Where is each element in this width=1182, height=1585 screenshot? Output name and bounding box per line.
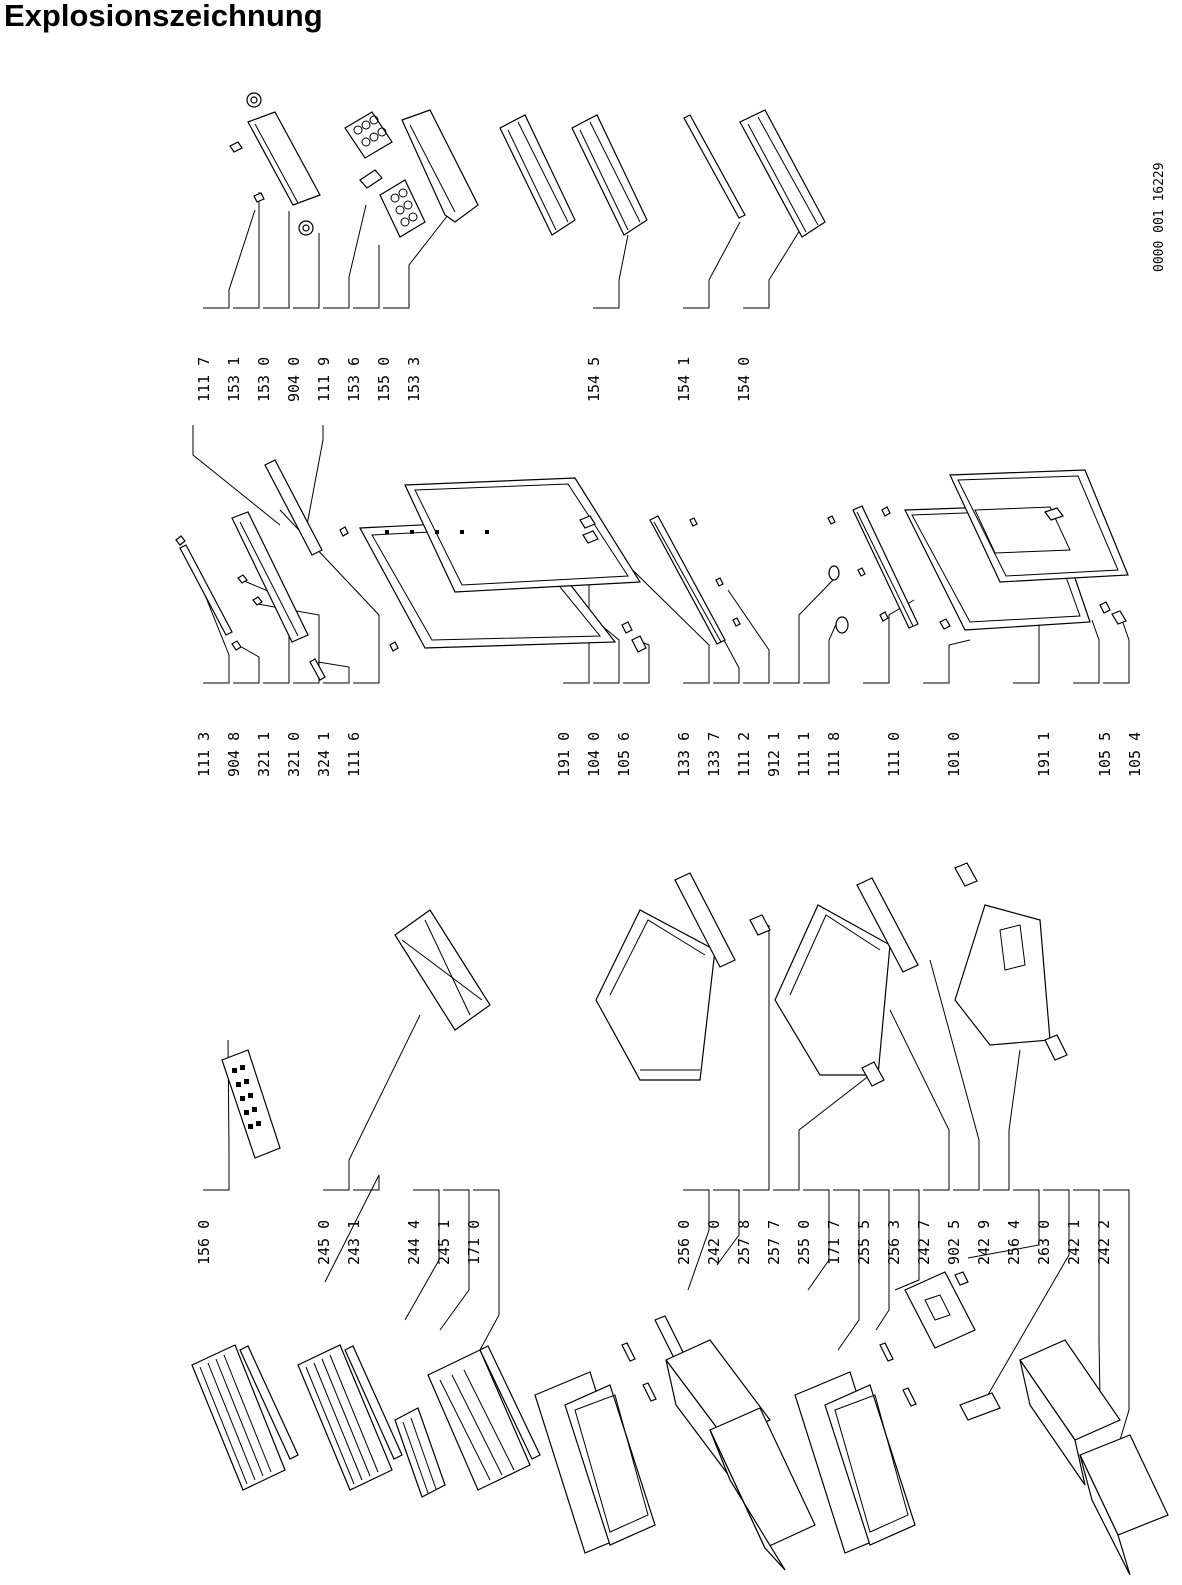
label-904-8: 904 8 xyxy=(225,732,243,777)
gasket-191-0 xyxy=(404,477,642,593)
clip-257-7 xyxy=(861,1061,885,1087)
strip-111-9 xyxy=(264,459,323,556)
drawer-242-0 xyxy=(595,909,716,1081)
label-242-2: 242 2 xyxy=(1095,1220,1113,1265)
leader-lines xyxy=(184,192,1130,1441)
shelf-154-5b xyxy=(571,114,648,236)
label-191-1: 191 1 xyxy=(1035,732,1053,777)
label-111-7: 111 7 xyxy=(195,357,213,402)
label-324-1: 324 1 xyxy=(315,732,333,777)
part-labels: 111 7 153 1 153 0 904 0 111 9 153 6 155 … xyxy=(195,357,1144,1265)
shelf-parts xyxy=(191,909,1169,1576)
label-153-3: 153 3 xyxy=(405,357,423,402)
label-154-1: 154 1 xyxy=(675,357,693,402)
label-156-0: 156 0 xyxy=(195,1220,213,1265)
grid-shelf-245-1 xyxy=(427,1349,531,1491)
label-904-0: 904 0 xyxy=(285,357,303,402)
label-111-3: 111 3 xyxy=(195,732,213,777)
cap-111-8 xyxy=(835,616,849,634)
label-105-6: 105 6 xyxy=(615,732,633,777)
label-171-0: 171 0 xyxy=(465,1220,483,1265)
label-111-8: 111 8 xyxy=(825,732,843,777)
rail-171-0 xyxy=(479,1345,541,1460)
label-154-0: 154 0 xyxy=(735,357,753,402)
label-242-0: 242 0 xyxy=(705,1220,723,1265)
label-153-0: 153 0 xyxy=(255,357,273,402)
label-257-7: 257 7 xyxy=(765,1220,783,1265)
cover-256-0 xyxy=(564,1384,656,1546)
label-257-8: 257 8 xyxy=(735,1220,753,1265)
label-105-4: 105 4 xyxy=(1126,732,1144,777)
label-155-0: 155 0 xyxy=(375,357,393,402)
strip-902-5 xyxy=(856,877,919,973)
label-912-1: 912 1 xyxy=(765,732,783,777)
label-243-1: 243 1 xyxy=(345,1220,363,1265)
screw-111-7 xyxy=(229,141,243,153)
bin-153-3 xyxy=(401,109,479,223)
label-321-1: 321 1 xyxy=(255,732,273,777)
label-242-9: 242 9 xyxy=(975,1220,993,1265)
label-245-0: 245 0 xyxy=(315,1220,333,1265)
hinge-105-4 xyxy=(1111,610,1127,625)
grid-244-4 xyxy=(394,1407,446,1498)
drawer-242-9 xyxy=(954,904,1051,1046)
label-154-5: 154 5 xyxy=(585,357,603,402)
door-parts xyxy=(175,459,1129,681)
door-accessory-parts xyxy=(229,92,826,238)
label-133-6: 133 6 xyxy=(675,732,693,777)
hinge-105-6 xyxy=(631,635,647,653)
cap-111-1 xyxy=(828,565,840,581)
label-105-5: 105 5 xyxy=(1096,732,1114,777)
label-104-0: 104 0 xyxy=(585,732,603,777)
label-111-9: 111 9 xyxy=(315,357,333,402)
bar-263-0 xyxy=(959,1392,1001,1421)
shelf-154-0 xyxy=(739,109,826,238)
bar-154-1 xyxy=(683,114,746,219)
drawer-242-7 xyxy=(774,904,891,1076)
egg-tray-153-6 xyxy=(344,111,393,159)
rod-111-3 xyxy=(179,544,233,636)
label-256-0: 256 0 xyxy=(675,1220,693,1265)
label-256-3: 256 3 xyxy=(885,1220,903,1265)
label-111-0: 111 0 xyxy=(885,732,903,777)
crisper-parts xyxy=(595,862,1068,1087)
document-number: 0000 001 16229 xyxy=(1152,162,1167,272)
frame-171-7 xyxy=(824,1384,916,1546)
label-133-7: 133 7 xyxy=(705,732,723,777)
label-153-6: 153 6 xyxy=(345,357,363,402)
label-171-7: 171 7 xyxy=(825,1220,843,1265)
label-101-0: 101 0 xyxy=(945,732,963,777)
shelf-154-5a xyxy=(499,114,576,236)
label-111-2: 111 2 xyxy=(735,732,753,777)
label-153-1: 153 1 xyxy=(225,357,243,402)
label-902-5: 902 5 xyxy=(945,1220,963,1265)
plate-256-3 xyxy=(904,1271,976,1349)
label-256-4: 256 4 xyxy=(1005,1220,1023,1265)
clip-257-8 xyxy=(749,914,771,936)
strip-drawer-1 xyxy=(674,872,736,968)
label-255-0: 255 0 xyxy=(795,1220,813,1265)
label-321-0: 321 0 xyxy=(285,732,303,777)
label-242-7: 242 7 xyxy=(915,1220,933,1265)
label-244-4: 244 4 xyxy=(405,1220,423,1265)
page-title: Explosionszeichnung xyxy=(4,0,323,33)
label-255-5: 255 5 xyxy=(855,1220,873,1265)
label-245-1: 245 1 xyxy=(435,1220,453,1265)
label-191-0: 191 0 xyxy=(555,732,573,777)
handle-153-0 xyxy=(247,111,321,206)
label-111-6: 111 6 xyxy=(345,732,363,777)
bin-242-x xyxy=(709,1407,816,1549)
ice-tray-156-0 xyxy=(221,1049,281,1159)
label-111-1: 111 1 xyxy=(795,732,813,777)
egg-tray-155-0 xyxy=(379,179,426,238)
label-263-0: 263 0 xyxy=(1035,1220,1053,1265)
